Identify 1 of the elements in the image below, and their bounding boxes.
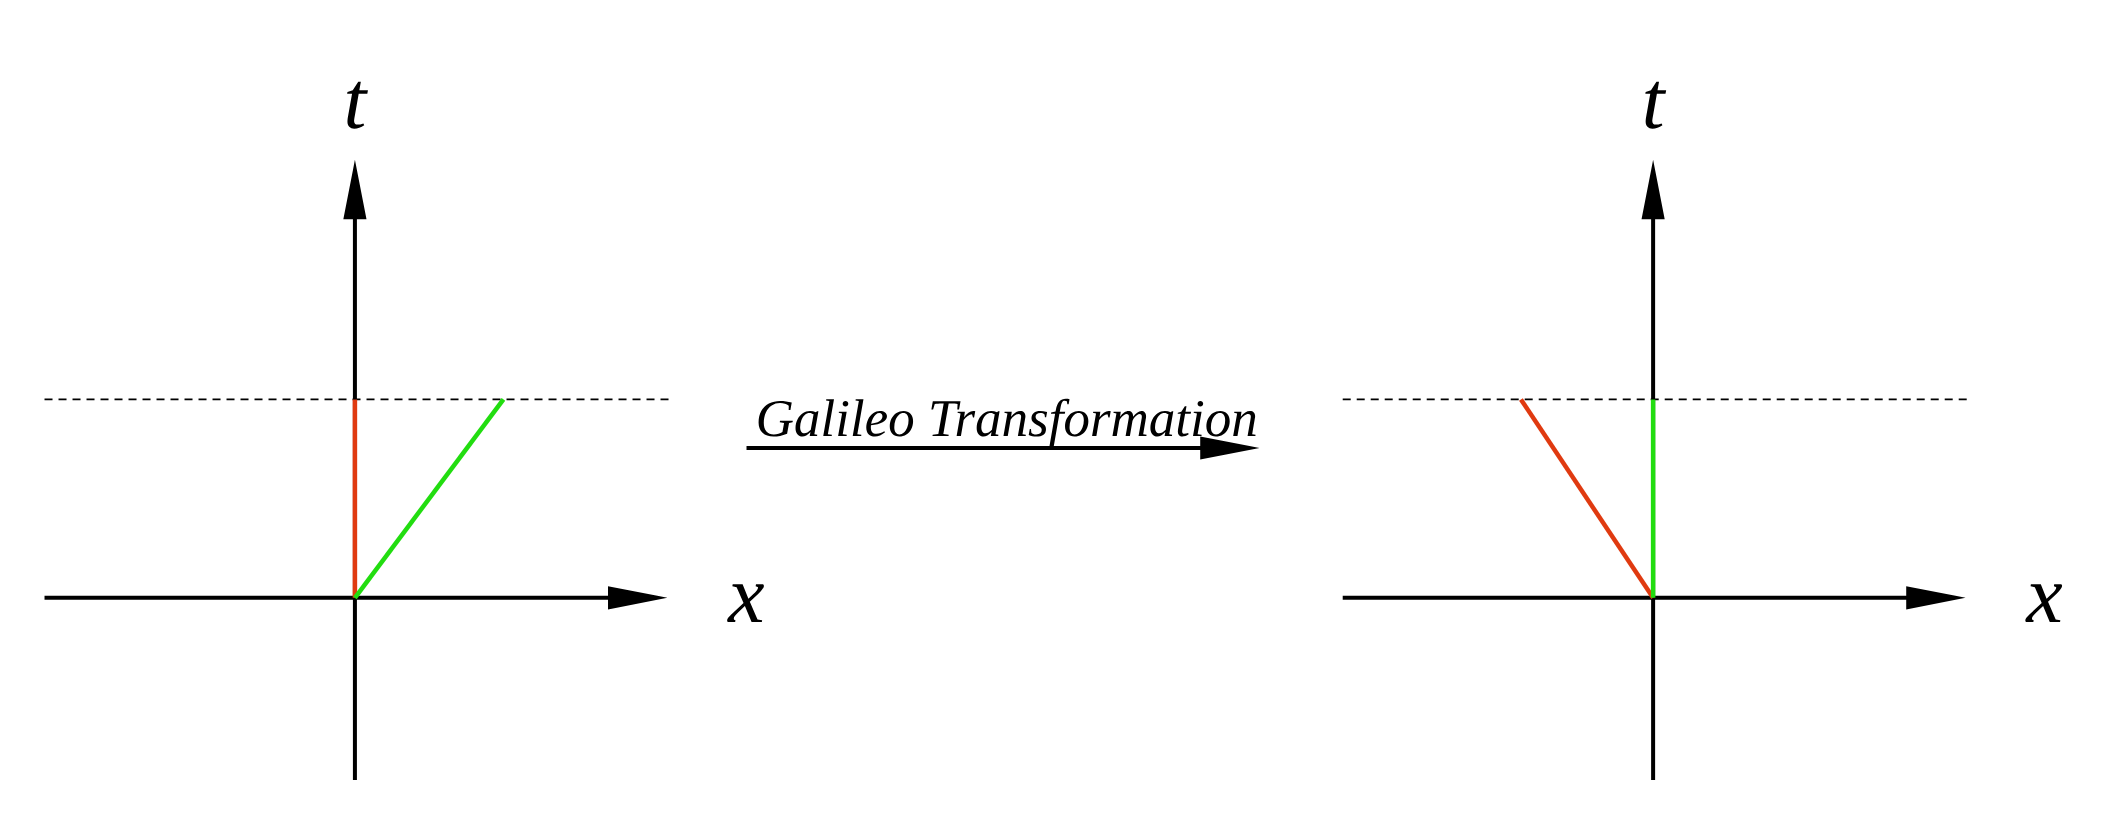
edge-label: Galileo Transformation	[758, 398, 1256, 448]
